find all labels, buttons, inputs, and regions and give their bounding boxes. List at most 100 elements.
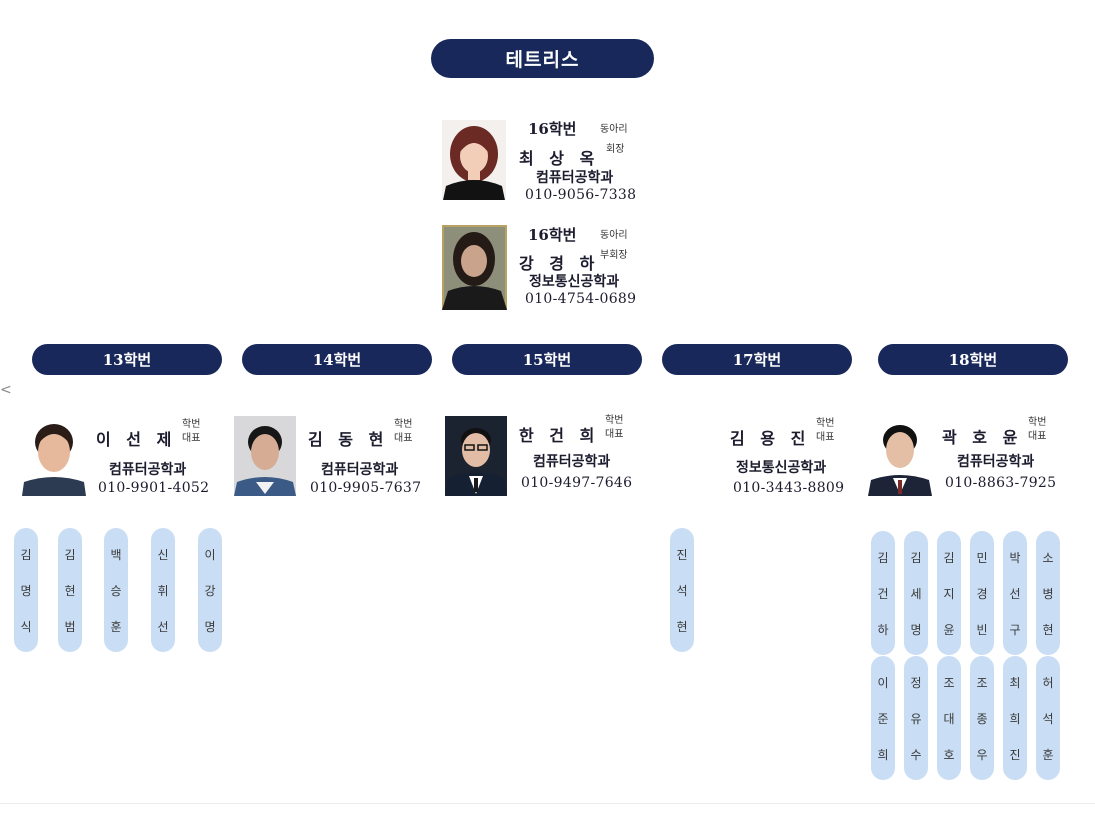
rep-name: 곽 호 윤	[942, 428, 1023, 447]
member-name-char: 준	[877, 711, 889, 726]
member-name-char: 윤	[943, 622, 955, 637]
officer-role-title: 회장	[606, 144, 625, 155]
rep-photo-18	[868, 416, 932, 496]
side-chevron-icon[interactable]: <	[0, 382, 12, 398]
member-name-char: 대	[943, 711, 955, 726]
member-name-char: 이	[877, 675, 889, 690]
rep-dept: 정보통신공학과	[736, 460, 827, 476]
member-name-char: 건	[877, 586, 889, 601]
group-header-17[interactable]: 17학번	[662, 344, 852, 375]
member-name-char: 휘	[157, 583, 169, 598]
group-header-13[interactable]: 13학번	[32, 344, 222, 375]
member-name-char: 조	[976, 675, 988, 690]
member-name-char: 정	[910, 675, 922, 690]
rep-photo-14	[234, 416, 296, 496]
member-name-char: 하	[877, 622, 889, 637]
member-name-char: 진	[1009, 747, 1021, 762]
officer-dept: 컴퓨터공학과	[536, 170, 614, 186]
member-name-char: 현	[1042, 622, 1054, 637]
member-name-char: 호	[943, 747, 955, 762]
rep-name: 김 용 진	[730, 429, 811, 448]
rep-phone: 010-9901-4052	[98, 480, 210, 496]
member-name-char: 백	[110, 547, 122, 562]
member-name-char: 김	[910, 550, 922, 565]
member-name-char: 김	[64, 547, 76, 562]
rep-dept: 컴퓨터공학과	[109, 462, 187, 478]
officer-name: 강 경 하	[519, 254, 600, 273]
member-name-char: 선	[157, 619, 169, 634]
club-title: 테트리스	[431, 39, 654, 78]
member-name-char: 강	[204, 583, 216, 598]
member-name-char: 승	[110, 583, 122, 598]
group-header-14[interactable]: 14학번	[242, 344, 432, 375]
member-name-char: 종	[976, 711, 988, 726]
member-name-char: 우	[976, 747, 988, 762]
member-name-char: 명	[204, 619, 216, 634]
officer-dept: 정보통신공학과	[529, 274, 620, 290]
officer-year: 16학번	[528, 226, 577, 244]
member-name-char: 현	[676, 619, 688, 634]
member-name-char: 김	[877, 550, 889, 565]
member-name-char: 명	[20, 583, 32, 598]
rep-dept: 컴퓨터공학과	[957, 454, 1035, 470]
rep-name: 김 동 현	[308, 430, 389, 449]
member-name-char: 김	[943, 550, 955, 565]
member-name-char: 조	[943, 675, 955, 690]
group-header-18[interactable]: 18학번	[878, 344, 1068, 375]
member-name-char: 구	[1009, 622, 1021, 637]
member-name-char: 민	[976, 550, 988, 565]
rep-phone: 010-3443-8809	[733, 480, 845, 496]
member-name-char: 김	[20, 547, 32, 562]
member-name-char: 식	[20, 619, 32, 634]
member-name-char: 석	[1042, 711, 1054, 726]
member-name-char: 허	[1042, 675, 1054, 690]
rep-photo-15	[445, 416, 507, 496]
group-header-15[interactable]: 15학번	[452, 344, 642, 375]
member-name-char: 진	[676, 547, 688, 562]
rep-phone: 010-9905-7637	[310, 480, 422, 496]
officer-photo-president	[442, 120, 506, 200]
rep-name: 이 선 제	[96, 430, 177, 449]
member-name-char: 소	[1042, 550, 1054, 565]
member-name-char: 희	[1009, 711, 1021, 726]
member-name-char: 현	[64, 583, 76, 598]
rep-phone: 010-9497-7646	[521, 475, 633, 491]
officer-phone: 010-9056-7338	[525, 187, 637, 203]
member-name-char: 지	[943, 586, 955, 601]
member-name-char: 훈	[110, 619, 122, 634]
member-name-char: 범	[64, 619, 76, 634]
member-name-char: 이	[204, 547, 216, 562]
member-name-char: 병	[1042, 586, 1054, 601]
officer-role: 동아리	[600, 230, 628, 241]
footer-divider	[0, 803, 1095, 804]
member-name-char: 세	[910, 586, 922, 601]
member-name-char: 박	[1009, 550, 1021, 565]
rep-name: 한 건 희	[519, 426, 600, 445]
rep-dept: 컴퓨터공학과	[321, 462, 399, 478]
member-name-char: 신	[157, 547, 169, 562]
member-name-char: 석	[676, 583, 688, 598]
officer-name: 최 상 옥	[519, 149, 600, 168]
member-name-char: 최	[1009, 675, 1021, 690]
